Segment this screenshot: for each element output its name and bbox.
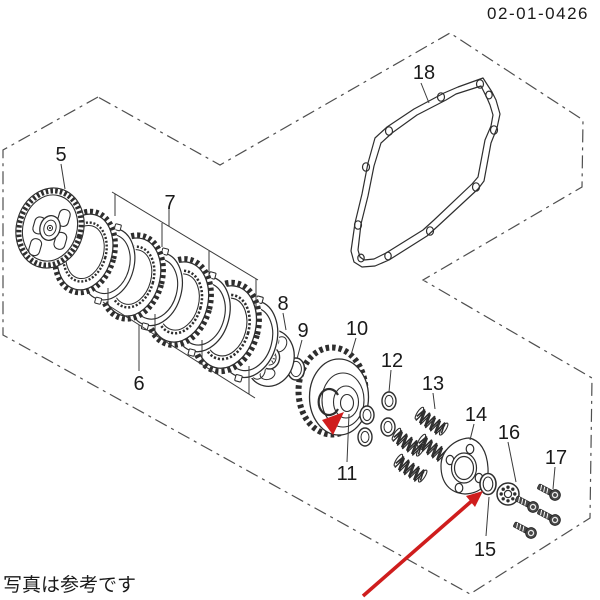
part-16-bearing [496,482,520,506]
callout-14: 14 [465,404,487,426]
callout-9: 9 [297,320,308,342]
part-6-bracket [102,288,256,399]
callout-10: 10 [346,318,368,340]
highlight-arrow-part-15 [361,491,483,598]
gasket-bolt-holes [353,79,499,263]
callout-7: 7 [164,192,175,214]
reference-note: 写真は参考です [3,574,136,596]
callout-12: 12 [381,350,403,372]
arrow-shaft [361,497,476,598]
callout-5: 5 [55,144,66,166]
callout-11: 11 [337,463,358,485]
part-10-clutch-basket [294,343,370,439]
dashed-border [2,32,593,595]
highlight-arrowhead-part-11 [322,412,344,435]
callout-6: 6 [133,373,144,395]
part-7-bracket [111,191,259,307]
callout-16: 16 [498,422,520,444]
callout-13: 13 [422,373,444,395]
part-14-lifter-plate [440,437,489,495]
part-5-pressure-plate [15,187,85,269]
document-code: 02-01-0426 [487,4,589,23]
part-18-gasket [350,77,501,268]
part-11-snap-clip [317,387,339,417]
callout-15: 15 [474,539,496,561]
callout-labels: 5 6 7 8 9 10 11 12 13 14 15 16 17 18 [55,62,567,561]
arrow-head [466,491,483,507]
callout-17: 17 [545,447,567,469]
callout-18: 18 [413,62,435,84]
callout-8: 8 [277,293,288,315]
leader-lines [60,82,556,537]
part-15-oring [479,472,497,496]
